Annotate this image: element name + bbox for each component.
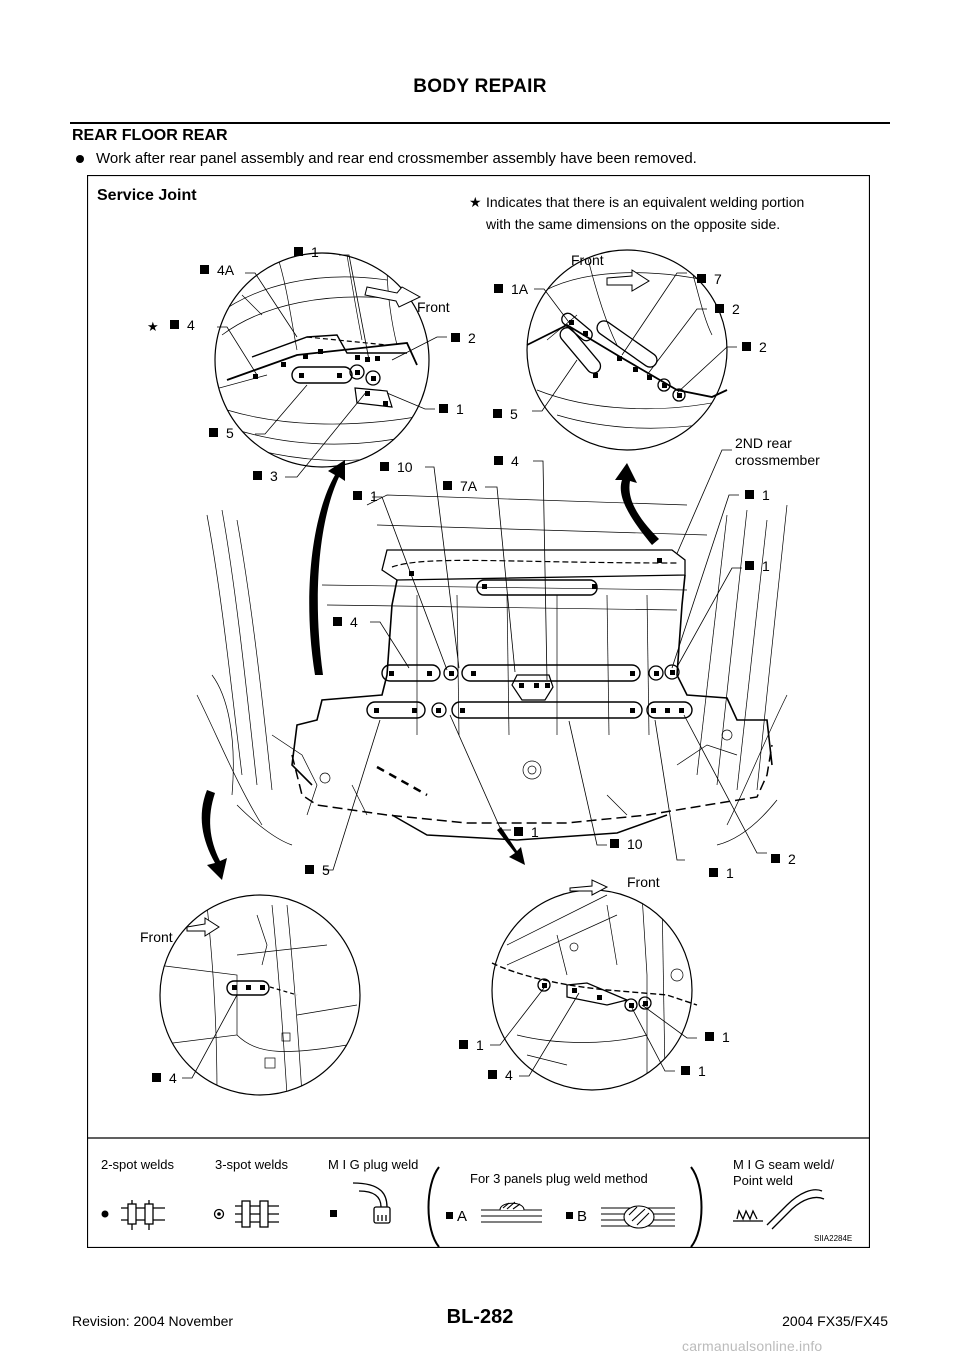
main-callout-2: 2 (788, 851, 796, 867)
underbody-main-view: 10 1 7A 4 1 1 4 5 1 10 1 2 (196, 453, 796, 881)
two-spot-icon (101, 1210, 109, 1218)
ll-front-label: Front (140, 929, 173, 945)
ur-callout-2: 2 (732, 301, 740, 317)
star-icon: ★ (469, 194, 482, 210)
ul-callout-5: 5 (226, 425, 234, 441)
crossmember-line1: 2ND rear (735, 435, 792, 451)
main-callout-10b: 10 (627, 836, 643, 852)
footer-page-number: BL-282 (446, 1306, 514, 1328)
ll-callout-4: 4 (169, 1070, 177, 1086)
plug-b-weld-icon (601, 1205, 675, 1229)
main-callout-1c: 1 (726, 865, 734, 881)
star-note-line2: with the same dimensions on the opposite… (485, 216, 780, 232)
main-callout-7a: 7A (460, 478, 478, 494)
lr-front-label: Front (627, 874, 660, 890)
lr-callout-1b: 1 (722, 1029, 730, 1045)
legend-2-spot-label: 2-spot welds (101, 1157, 174, 1172)
lr-callout-4: 4 (505, 1067, 513, 1083)
legend-3-spot-label: 3-spot welds (215, 1157, 288, 1172)
mig-plug-weld-icon (352, 1182, 391, 1224)
legend-3-panels-label: For 3 panels plug weld method (470, 1171, 648, 1186)
detail-circle-lower-left: Front 4 (140, 894, 361, 1096)
ul-star-icon: ★ (147, 319, 159, 334)
legend-seam-label-1: M I G seam weld/ (733, 1157, 835, 1172)
star-note-line1: Indicates that there is an equivalent we… (486, 194, 804, 210)
main-callout-5: 5 (322, 862, 330, 878)
detail-circle-lower-right: Front 1 4 1 1 (459, 874, 730, 1091)
main-callout-1b: 1 (531, 824, 539, 840)
plug-a-label: A (457, 1208, 467, 1225)
note-bullet: Work after rear panel assembly and rear … (72, 150, 697, 167)
two-spot-weld-icon (121, 1200, 165, 1230)
crossmember-line2: crossmember (735, 452, 820, 468)
ul-callout-1b: 1 (456, 401, 464, 417)
legend-mig-plug-label: M I G plug weld (328, 1157, 418, 1172)
service-joint-figure: Service Joint ★ Indicates that there is … (87, 175, 870, 1248)
left-paren (427, 1166, 440, 1248)
three-spot-icon (213, 1208, 225, 1220)
bullet-icon (76, 154, 84, 163)
ul-callout-4: 4 (187, 317, 195, 333)
figure-title: Service Joint (97, 187, 197, 204)
seam-weld-icon (733, 1189, 825, 1230)
lr-callout-1c: 1 (698, 1063, 706, 1079)
ur-callout-7: 7 (714, 271, 722, 287)
header-rule (70, 122, 890, 124)
ul-callout-1: 1 (311, 244, 319, 260)
main-callout-1r2: 1 (762, 558, 770, 574)
detail-circle-upper-right: Front 1A 7 2 2 5 2ND rear crossmember (493, 249, 820, 566)
ur-callout-5: 5 (510, 406, 518, 422)
note-text: Work after rear panel assembly and rear … (96, 150, 697, 167)
plug-b-icon (566, 1212, 573, 1219)
ur-callout-1a: 1A (511, 281, 529, 297)
legend-seam-label-2: Point weld (733, 1173, 793, 1188)
weld-legend: 2-spot welds 3-spot welds M I G plug wel… (101, 1157, 852, 1248)
main-callout-4l: 4 (350, 614, 358, 630)
footer-revision: Revision: 2004 November (72, 1313, 234, 1329)
ul-callout-4a: 4A (217, 262, 235, 278)
main-callout-1: 1 (370, 488, 378, 504)
ul-callout-3: 3 (270, 468, 278, 484)
main-callout-10: 10 (397, 459, 413, 475)
section-title: REAR FLOOR REAR (72, 127, 228, 144)
figure-code: SIIA2284E (814, 1234, 852, 1243)
watermark: carmanualsonline.info (682, 1338, 823, 1354)
right-paren (690, 1166, 703, 1248)
ul-front-label: Front (417, 299, 450, 315)
main-callout-4: 4 (511, 453, 519, 469)
plug-a-icon (446, 1212, 453, 1219)
footer-model: 2004 FX35/FX45 (782, 1313, 888, 1329)
lr-callout-1: 1 (476, 1037, 484, 1053)
main-callout-1r: 1 (762, 487, 770, 503)
ul-callout-2: 2 (468, 330, 476, 346)
three-spot-weld-icon (235, 1200, 279, 1228)
plug-b-label: B (577, 1208, 587, 1225)
ur-front-label: Front (571, 252, 604, 268)
ur-callout-2b: 2 (759, 339, 767, 355)
plug-a-weld-icon (481, 1201, 542, 1223)
mig-plug-icon (330, 1210, 337, 1217)
page-header-title: BODY REPAIR (413, 76, 547, 97)
